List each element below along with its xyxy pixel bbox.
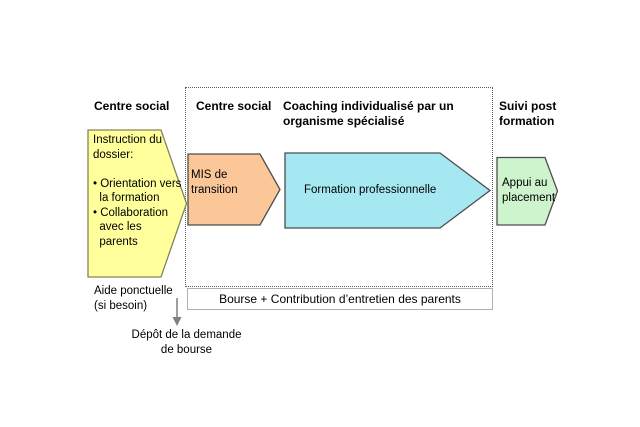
appui-placement-label: Appui au placement [502, 177, 556, 204]
formation-arrow [284, 152, 492, 229]
depot-demande-bourse-note: Dépôt de la demande de bourse [131, 329, 242, 356]
header-suivi-post-formation: Suivi post formation [499, 99, 557, 128]
funding-bar: Bourse + Contribution d’entretien des pa… [187, 288, 493, 310]
formation-professionnelle-label: Formation professionnelle [304, 184, 437, 196]
header-centre-social-inside: Centre social [196, 99, 272, 113]
down-arrow-icon [172, 298, 182, 326]
instruction-shape-label: Instruction du dossier: • Orientation ve… [93, 134, 182, 248]
header-coaching: Coaching individualisé par un organisme … [283, 99, 454, 128]
header-centre-social-left: Centre social [94, 99, 170, 113]
appui-arrow [496, 156, 559, 226]
mis-transition-label: MIS de transition [191, 169, 238, 196]
mis-transition-arrow [187, 153, 281, 226]
instruction-shape [87, 129, 188, 278]
aide-ponctuelle-note: Aide ponctuelle (si besoin) [94, 285, 173, 312]
process-frame [185, 87, 493, 287]
